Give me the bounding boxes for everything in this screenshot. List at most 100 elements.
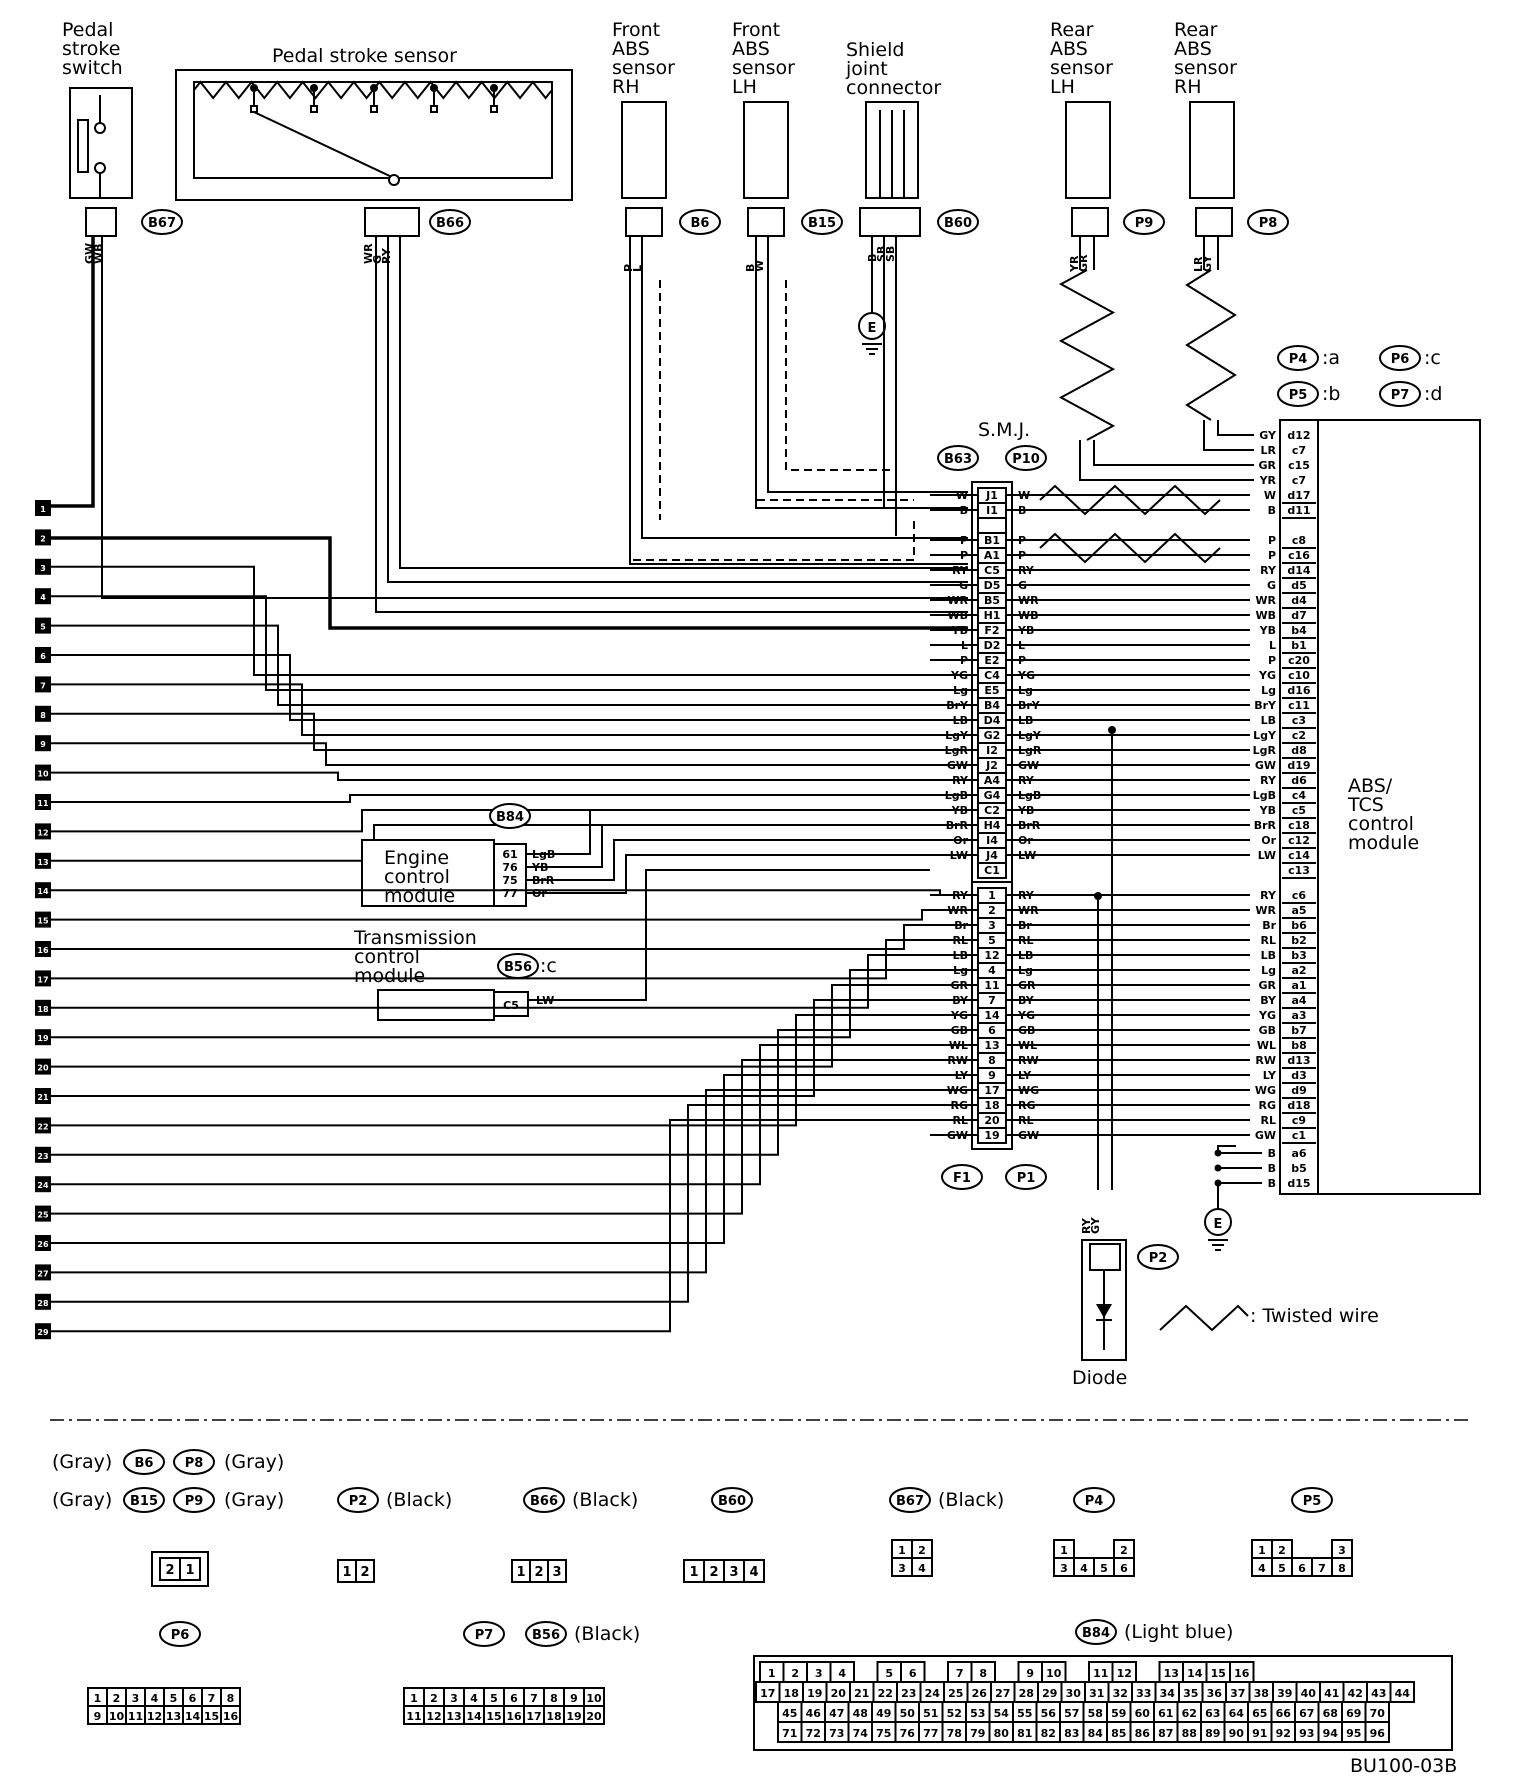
b15-connector-plug (747, 207, 785, 237)
rear-abs-rh-label: RH (1174, 76, 1202, 98)
smj-upper-pin: F2 (984, 624, 999, 637)
connector-b56-suffix: :c (540, 955, 557, 977)
b84-pin: 12 (1117, 1667, 1132, 1680)
ground-e-shield-label: E (868, 321, 877, 336)
wire-color-label: P (1268, 549, 1276, 562)
ecm-pin: 76 (502, 861, 518, 874)
connector-b60-badge-label: B60 (944, 216, 972, 231)
legend-p7-badge-label: P7 (475, 1628, 494, 1643)
smj-upper-pin: C1 (984, 864, 1000, 877)
module-pin-label: c11 (1288, 699, 1310, 712)
p5-face-pin: 3 (1338, 1544, 1346, 1557)
wire-color-label: WB (1255, 609, 1276, 622)
connector-b6-badge-label: B6 (691, 216, 710, 231)
b84-pin: 59 (1111, 1707, 1126, 1720)
splice-dot (1108, 726, 1116, 734)
abs-tcs-module-body (1317, 419, 1481, 1195)
ecm-label: module (384, 885, 455, 907)
pedal-switch-wire (101, 236, 968, 599)
b84-pin: 30 (1066, 1687, 1082, 1700)
b84-pin: 20 (831, 1687, 847, 1700)
module-pin-label: d5 (1291, 579, 1307, 592)
twisted-wire-symbol (1058, 269, 1116, 441)
connector-b15-badge-label: B15 (808, 216, 836, 231)
ecm-body (361, 839, 495, 907)
smj-lower-pin: 6 (988, 1024, 996, 1037)
wire (50, 924, 930, 950)
b84-pin: 46 (806, 1707, 822, 1720)
wire (528, 869, 930, 1001)
wire-color-label: LB (1261, 714, 1276, 727)
p2-face-pin: 1 (342, 1565, 351, 1580)
b84-pin-cell (1389, 1681, 1415, 1703)
tap-pin (370, 105, 378, 113)
b84-pin: 42 (1348, 1687, 1363, 1700)
b84-pin: 84 (1088, 1727, 1104, 1740)
wire-color-label: RG (1259, 1099, 1277, 1112)
ground-terminal-number: 16 (37, 946, 49, 955)
module-pin-label: c7 (1292, 474, 1306, 487)
ground-terminal-number: 8 (40, 711, 46, 720)
connector-b66-badge-label: B66 (436, 216, 464, 231)
p5-face-pin: 1 (1258, 1544, 1266, 1557)
module-pin-label: d8 (1291, 744, 1307, 757)
smj-lower-pin: 4 (988, 964, 996, 977)
b84-pin: 17 (760, 1687, 775, 1700)
ecm-pin: 77 (502, 887, 517, 900)
b84-pin: 29 (1042, 1687, 1057, 1700)
smj-upper-pin: J4 (985, 849, 998, 862)
abs-tcs-module-label: module (1348, 832, 1419, 854)
module-pin-label: c14 (1288, 849, 1310, 862)
b84-pin: 26 (972, 1687, 988, 1700)
terminal-fill (36, 618, 50, 633)
p6-face-pin: 15 (204, 1710, 219, 1723)
tcm-body (377, 989, 495, 1021)
p6-face-pin: 6 (189, 1692, 197, 1705)
abs-tcs-module-label: ABS/ (1348, 775, 1393, 797)
wire (50, 654, 930, 721)
terminal-fill (36, 1059, 50, 1074)
b84-pin: 65 (1252, 1707, 1267, 1720)
legend-p2-badge-label: P2 (349, 1494, 368, 1509)
smj-upper-pin: I4 (986, 834, 998, 847)
connector-b84-badge (489, 803, 531, 829)
module-connector-suffix: :a (1322, 347, 1340, 369)
connector-p1-badge-label: P1 (1017, 1171, 1036, 1186)
smj-upper-pin: I2 (986, 744, 998, 757)
b84-pin: 68 (1323, 1707, 1338, 1720)
terminal-fill (36, 1177, 50, 1192)
module-pin-label: a1 (1291, 979, 1306, 992)
b66-face-pin: 2 (534, 1565, 543, 1580)
smj-upper-pin: H1 (984, 609, 1001, 622)
b84-pin: 24 (925, 1687, 941, 1700)
p6-face-pin: 5 (170, 1692, 178, 1705)
module-pin-label: d12 (1287, 429, 1310, 442)
b84-pin: 22 (878, 1687, 893, 1700)
ground-terminal-number: 14 (37, 887, 49, 896)
module-pin-label: c15 (1288, 459, 1310, 472)
ground-terminal-number: 6 (40, 652, 46, 661)
b84-pin: 64 (1229, 1707, 1245, 1720)
wire (50, 595, 930, 691)
smj-upper-pin: B4 (984, 699, 1000, 712)
module-pin-label: c8 (1292, 534, 1306, 547)
b84-pin: 87 (1158, 1727, 1173, 1740)
wire-color-label: LgR (1253, 744, 1277, 757)
legend-p4-badge (1073, 1487, 1115, 1513)
b84-pin: 15 (1211, 1667, 1226, 1680)
b84-pin: 16 (1234, 1667, 1250, 1680)
legend-connector-badge-label: P9 (185, 1494, 204, 1509)
wire-color-label: RY (380, 247, 393, 264)
tap-pin (490, 105, 498, 113)
b84-pin: 70 (1370, 1707, 1386, 1720)
connector-b84-badge-label: B84 (496, 810, 524, 825)
b84-pin: 92 (1276, 1727, 1291, 1740)
terminal-fill (36, 648, 50, 662)
wire-color-label: RY (1260, 774, 1277, 787)
b84-pin-cell (1364, 1721, 1390, 1743)
p6-face-pin: 2 (113, 1692, 121, 1705)
p6-face-pin: 10 (109, 1710, 125, 1723)
b84-pin: 77 (923, 1727, 938, 1740)
wire-color-label: WR (1255, 904, 1276, 917)
b66-face-pin: 3 (552, 1565, 561, 1580)
